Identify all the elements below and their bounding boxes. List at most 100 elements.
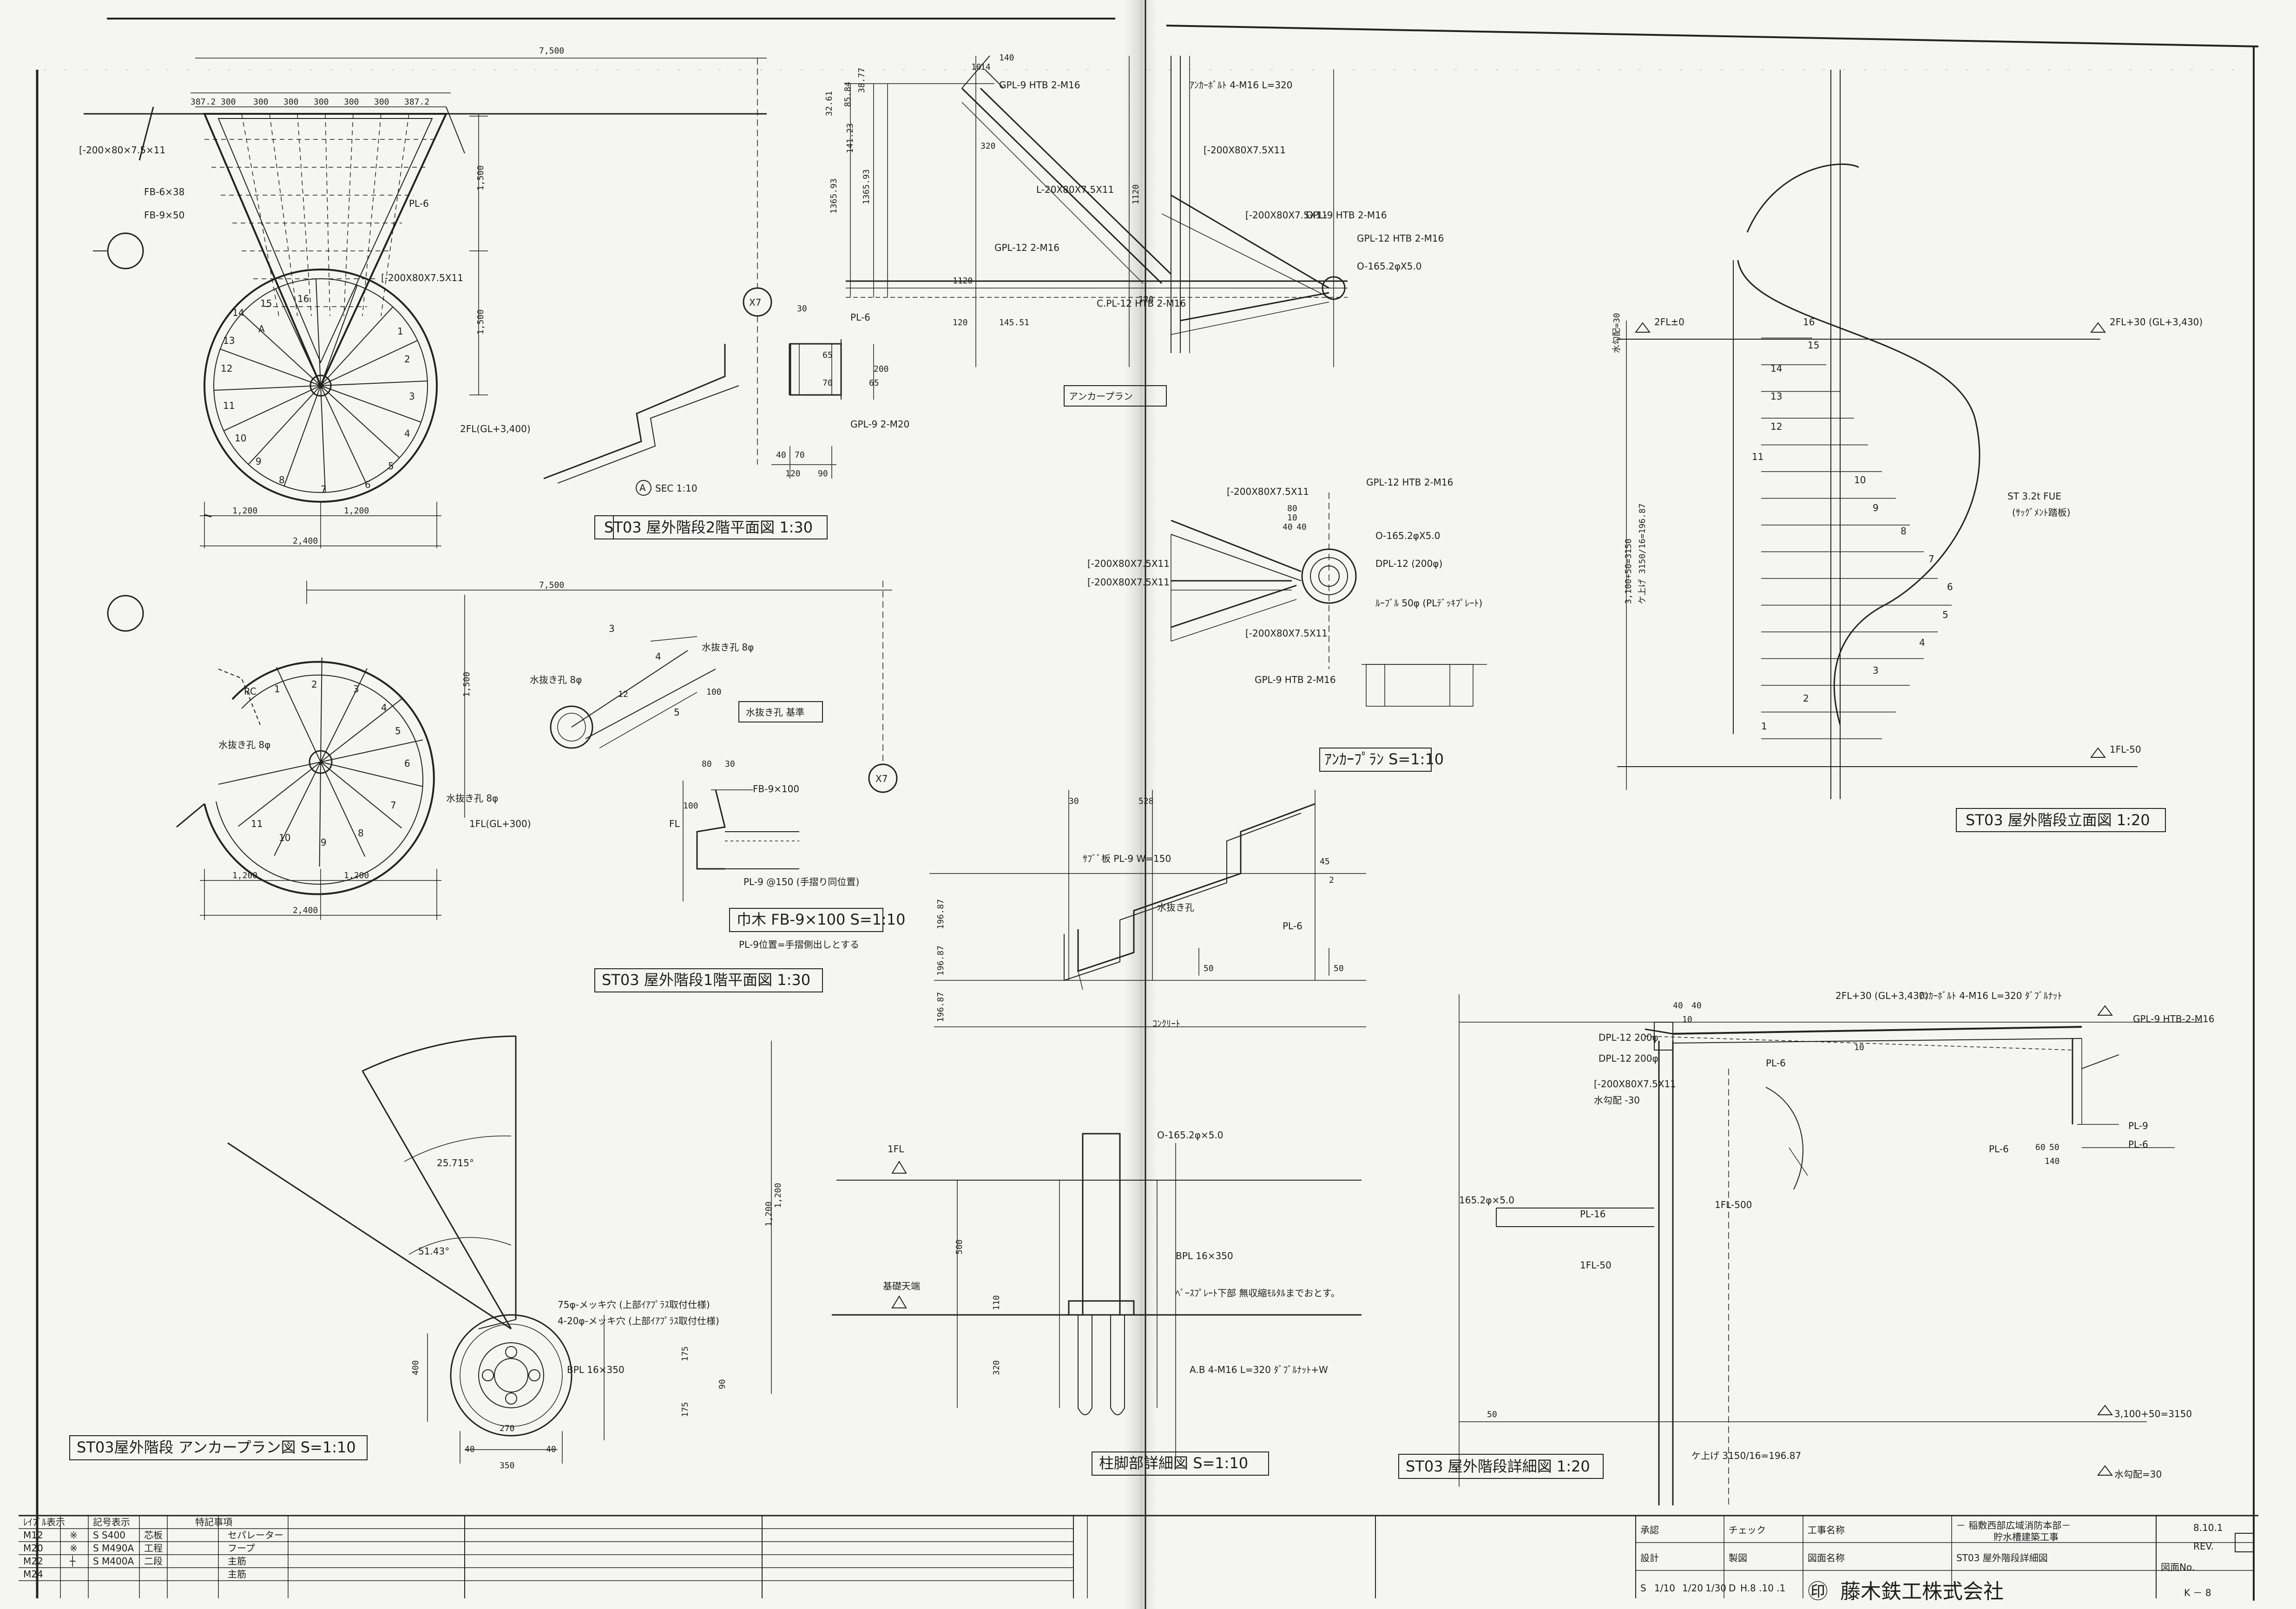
note-item: 主筋: [228, 1556, 246, 1567]
dimension-label: 2: [1329, 875, 1334, 885]
anchor-bolt-label: A.B 4-M16 L=320 ﾀﾞﾌﾞﾙﾅｯﾄ+W: [1190, 1364, 1328, 1375]
tread-line: [320, 285, 358, 386]
company-name: 藤木鉄工株式会社: [1840, 1580, 2004, 1603]
drain-hole-label: 水抜き孔 8φ: [702, 642, 754, 653]
note-label: 4-20φ-メッキ穴 (上部ｲｱﾌﾟﾗｽ取付仕様): [558, 1315, 719, 1327]
scale-value: 1/30: [1705, 1583, 1726, 1594]
dimension-label: 145.51: [999, 318, 1029, 328]
dimension-label: 110: [992, 1295, 1001, 1310]
tread-detail: [929, 790, 1366, 1027]
legend-cell: M20: [23, 1543, 43, 1554]
dimension-label: 140: [2045, 1156, 2060, 1166]
approval-label: 承認: [1640, 1524, 1659, 1536]
member-label: [-200X80X7.5X11: [381, 272, 463, 283]
member-label: O-165.2φX5.0: [1357, 261, 1421, 272]
member-label: O-165.2φX5.0: [1375, 530, 1440, 541]
dimension-label: 65: [822, 350, 833, 360]
member-label: 165.2φ×5.0: [1459, 1195, 1514, 1206]
view-title: ST03屋外階段 アンカープラン図 S=1:10: [77, 1438, 356, 1456]
dimension-label: 40: [465, 1445, 475, 1454]
view-title: 巾木 FB-9×100 S=1:10: [737, 911, 906, 928]
step-number: 13: [223, 335, 235, 346]
member-label: BPL 16×350: [1176, 1250, 1233, 1261]
dimension-label: 30: [797, 304, 807, 314]
legend-cell: 芯板: [144, 1530, 163, 1541]
legend-cell: M24: [23, 1569, 43, 1580]
member-label: PL-6: [409, 198, 429, 209]
tread-line: [248, 385, 321, 465]
dimension-label: 10: [1854, 1043, 1864, 1052]
approval-label: 製図: [1729, 1552, 1747, 1563]
step-number: 8: [1901, 525, 1907, 537]
member-label: [-200×80×7.5×11: [79, 144, 165, 156]
step-number: 1: [274, 683, 280, 695]
step-number: 5: [388, 460, 394, 472]
angle-label: 25.715°: [437, 1157, 474, 1169]
dimension-label: 50: [2049, 1143, 2059, 1152]
step-number: 14: [232, 307, 244, 318]
dimension-label: 300: [283, 97, 299, 107]
view-title: ST03 屋外階段詳細図 1:20: [1406, 1458, 1590, 1475]
dimension-label: 32.61: [824, 91, 834, 116]
view-title: 柱脚部詳細図 S=1:10: [1099, 1454, 1248, 1472]
dimension-label: 40: [1691, 1001, 1702, 1011]
scale-value: 1/10: [1654, 1583, 1675, 1594]
step-number: 10: [279, 832, 290, 843]
tread-line: [218, 762, 321, 785]
member-label: GPL-9 HTB 2-M16: [1255, 674, 1336, 685]
step-number: 8: [358, 827, 364, 839]
tread-line: [320, 380, 428, 386]
dimension-label: 300: [253, 97, 269, 107]
member-label: GPL-9 HTB 2-M16: [999, 79, 1080, 91]
step-number: 10: [1854, 474, 1866, 486]
dimension-label: 65: [869, 378, 879, 388]
tread-line: [238, 762, 321, 827]
dimension-label: 80: [1287, 504, 1297, 513]
step-number: 11: [223, 400, 235, 411]
step-number: 2: [404, 354, 410, 365]
tread-line: [275, 289, 321, 386]
member-label: PL-16: [1580, 1208, 1606, 1220]
step-number: 2: [1803, 693, 1809, 704]
dimension-label: 80: [702, 759, 712, 769]
level-label: 基礎天端: [883, 1281, 920, 1292]
step-number: 16: [297, 293, 309, 304]
tread-line: [315, 279, 321, 386]
dimension-label: 141.23: [845, 123, 855, 153]
dimension-label: 300: [221, 97, 236, 107]
dimension-label: 60: [2035, 1143, 2046, 1152]
note-item: 主筋: [228, 1569, 246, 1580]
column-base-detail: [832, 1133, 1362, 1476]
company-seal: ㊞: [1808, 1580, 1828, 1603]
tread-line: [320, 668, 368, 762]
tread-line: [274, 762, 321, 856]
tread-line: [320, 385, 326, 493]
member-label: (ｻｯｸﾞﾒﾝﾄ踏板): [2012, 507, 2071, 518]
view-title: ｱﾝｶｰﾌﾟﾗﾝ S=1:10: [1324, 750, 1444, 768]
step-number: 7: [321, 484, 327, 495]
member-label: GPL-9 2-M20: [850, 419, 909, 430]
drain-hole-detail: [550, 636, 823, 749]
tread-line: [224, 385, 321, 432]
member-label: ｻﾌﾞﾞ板 PL-9 W=150: [1083, 853, 1171, 864]
member-label: 水抜き孔: [1157, 902, 1194, 913]
section-a-view: [543, 339, 874, 539]
legend-cell: ※: [70, 1530, 78, 1541]
member-label: PL-9 @150 (手摺り同位置): [743, 876, 859, 887]
step-number: 9: [321, 837, 327, 848]
dimension-label: 50: [1204, 964, 1214, 973]
dimension-label: 2,400: [293, 906, 318, 915]
step-number: 3: [409, 391, 415, 402]
dimension-label: 350: [500, 1461, 515, 1471]
dimension-label: 528: [1138, 796, 1154, 806]
member-label: DPL-12 (200φ): [1375, 558, 1442, 569]
tread-line: [320, 385, 421, 423]
member-label: FB-9×100: [753, 783, 799, 795]
member-label: DPL-12 200φ: [1599, 1053, 1658, 1064]
title-block: [19, 1515, 2258, 1598]
binding-fold-shadow: [1125, 0, 1157, 1609]
step-number: 4: [404, 428, 410, 439]
revision-value: 8.10.1: [2193, 1522, 2223, 1533]
dimension-label: 水勾配=30: [1612, 313, 1622, 353]
